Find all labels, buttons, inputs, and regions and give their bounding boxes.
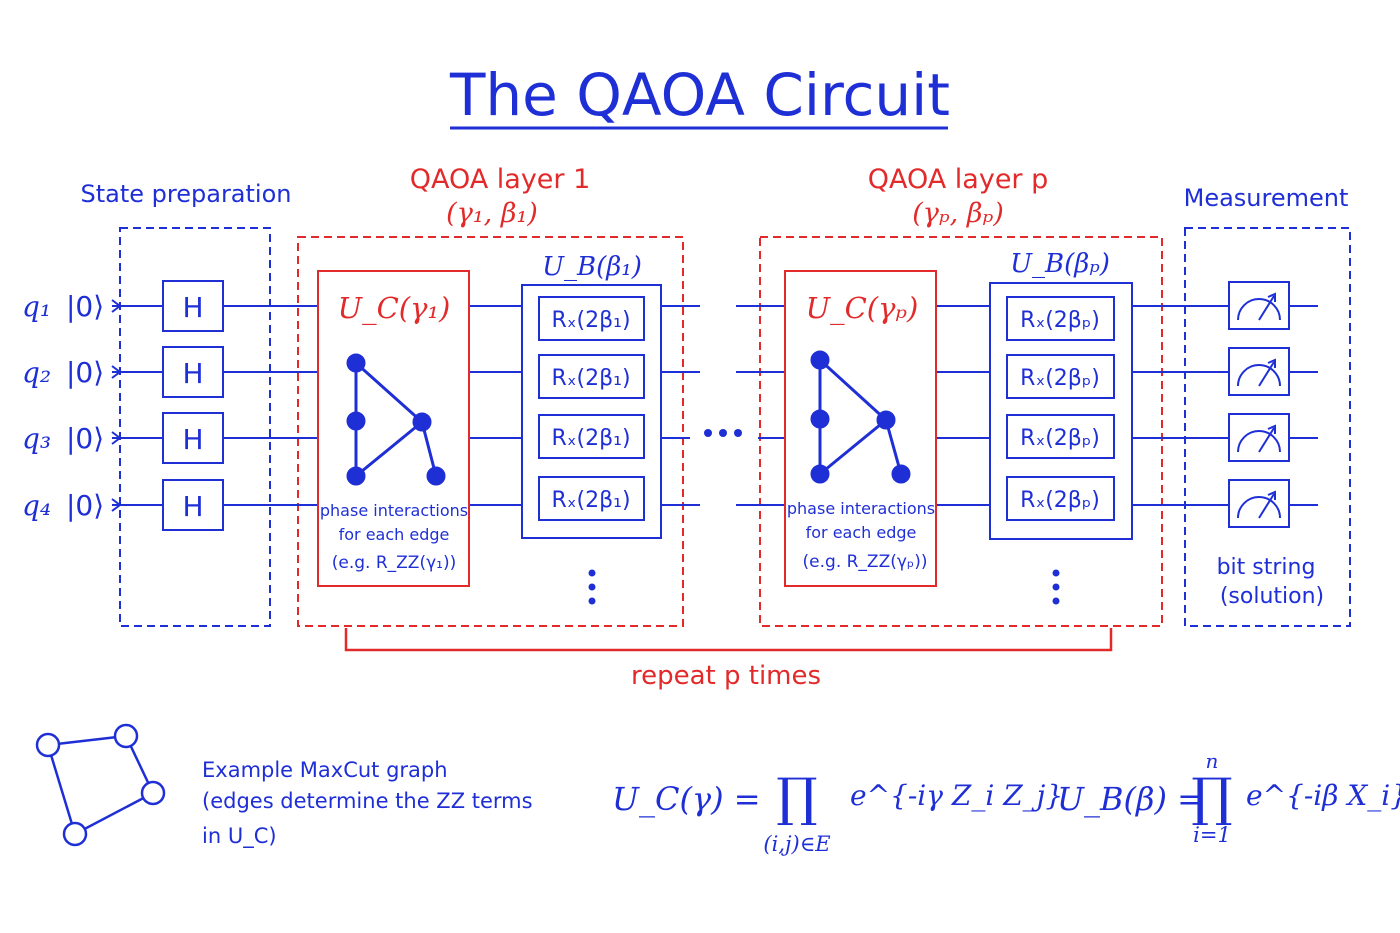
hadamard-gate-4 [162,479,224,531]
layer1-params: (γ₁, β₁) [446,198,538,229]
ub-equation-subscript: i=1 [1193,823,1231,847]
layer1-uc-label: U_C(γ₁) [338,291,451,326]
layerp-ub-label: U_B(βₚ) [1010,249,1110,279]
layer1-rx-gate-4 [538,476,645,521]
layer1-uc-block [317,270,470,587]
layer1-phase-line2: for each edge [339,525,450,544]
measurement-note-line1: bit string [1217,555,1316,580]
example-caption-line1: Example MaxCut graph [202,758,448,782]
layer1-label: QAOA layer 1 [410,164,591,195]
layer1-rx-label-2: Rₓ(2β₁) [551,366,630,391]
hadamard-label-4: H [182,490,203,523]
repeat-bracket [344,628,1113,652]
measurement-note-line2: (solution) [1220,584,1324,609]
layer1-rx-gate-1 [538,296,645,341]
qubit-ket-1: |0⟩ [66,290,104,323]
layerp-uc-label: U_C(γₚ) [806,291,919,326]
layerp-vertical-ellipsis [1052,569,1060,605]
layerp-graph-icon [810,350,911,484]
hadamard-gate-1 [162,280,224,332]
layer1-phase-line3: (e.g. R_ZZ(γ₁)) [332,553,456,573]
layer1-box [297,236,684,627]
ub-equation-term: e^{-iβ X_i} [1246,779,1400,812]
layerp-uc-block [784,270,937,587]
layer1-rx-label-1: Rₓ(2β₁) [551,308,630,333]
example-caption-line3: in U_C) [202,824,277,849]
layerp-rx-gate-4 [1006,476,1115,521]
layerp-rx-label-3: Rₓ(2βₚ) [1020,426,1100,451]
qubit-ket-3: |0⟩ [66,422,104,455]
uc-equation-product: ∏ [776,768,817,828]
layerp-phase-line2: for each edge [806,523,917,542]
hadamard-gates: H H H H [162,280,224,531]
ub-equation-lhs: U_B(β) = [1057,780,1204,818]
meter-icon-1 [1228,281,1290,330]
layer1-rx-label-3: Rₓ(2β₁) [551,426,630,451]
qubit-ket-2: |0⟩ [66,356,104,389]
hadamard-label-1: H [182,291,203,324]
layerp-rx-label-1: Rₓ(2βₚ) [1020,308,1100,333]
measurement-label: Measurement [1184,184,1349,212]
layerp-label: QAOA layer p [868,164,1049,195]
layerp-phase-line3: (e.g. R_ZZ(γₚ)) [803,552,928,572]
middle-ellipsis [704,429,742,437]
layer1-rx-gate-2 [538,354,645,399]
state-prep-box [119,227,271,627]
layer1-graph-icon [346,353,446,486]
qubit-wires [112,305,1318,506]
layerp-rx-gate-2 [1006,354,1115,399]
qubit-label-2: q₂ [22,356,51,389]
layer1-vertical-ellipsis [588,569,596,605]
layerp-phase-line1: phase interactions [787,499,935,518]
hadamard-label-2: H [182,357,203,390]
qubit-label-4: q₄ [22,489,51,522]
uc-equation-term: e^{-iγ Z_i Z_j} [850,779,1063,812]
hadamard-gate-3 [162,412,224,464]
hadamard-gate-2 [162,346,224,398]
page-title: The QAOA Circuit [449,61,950,129]
layerp-params: (γₚ, βₚ) [912,198,1004,229]
measurement-gates [1228,281,1290,528]
state-prep-label: State preparation [81,180,292,208]
measurement-box [1184,227,1351,627]
uc-equation-lhs: U_C(γ) = [612,780,761,818]
layer1-rx-gate-3 [538,414,645,459]
example-graph-icon [35,723,166,847]
ub-equation-superscript: n [1206,749,1219,773]
layerp-rx-label-4: Rₓ(2βₚ) [1020,488,1100,513]
layer1-phase-line1: phase interactions [320,501,468,520]
qubit-label-3: q₃ [22,422,51,455]
layerp-box [759,236,1163,627]
hadamard-label-3: H [182,423,203,456]
meter-icon-4 [1228,479,1290,528]
layerp-rx-gate-3 [1006,414,1115,459]
layer1-rx-label-4: Rₓ(2β₁) [551,488,630,513]
repeat-label: repeat p times [631,661,821,691]
layerp-rx-label-2: Rₓ(2βₚ) [1020,366,1100,391]
meter-icon-3 [1228,413,1290,462]
qubit-ket-4: |0⟩ [66,489,104,522]
wire-arrowheads [111,299,122,512]
layerp-rx-gate-1 [1006,296,1115,341]
uc-equation-subscript: (i,j)∈E [763,832,830,856]
example-caption-line2: (edges determine the ZZ terms [202,789,533,813]
layer1-ub-label: U_B(β₁) [542,252,642,282]
meter-icon-2 [1228,347,1290,396]
qubit-label-1: q₁ [22,290,51,323]
ub-equation-product: ∏ [1191,768,1232,828]
